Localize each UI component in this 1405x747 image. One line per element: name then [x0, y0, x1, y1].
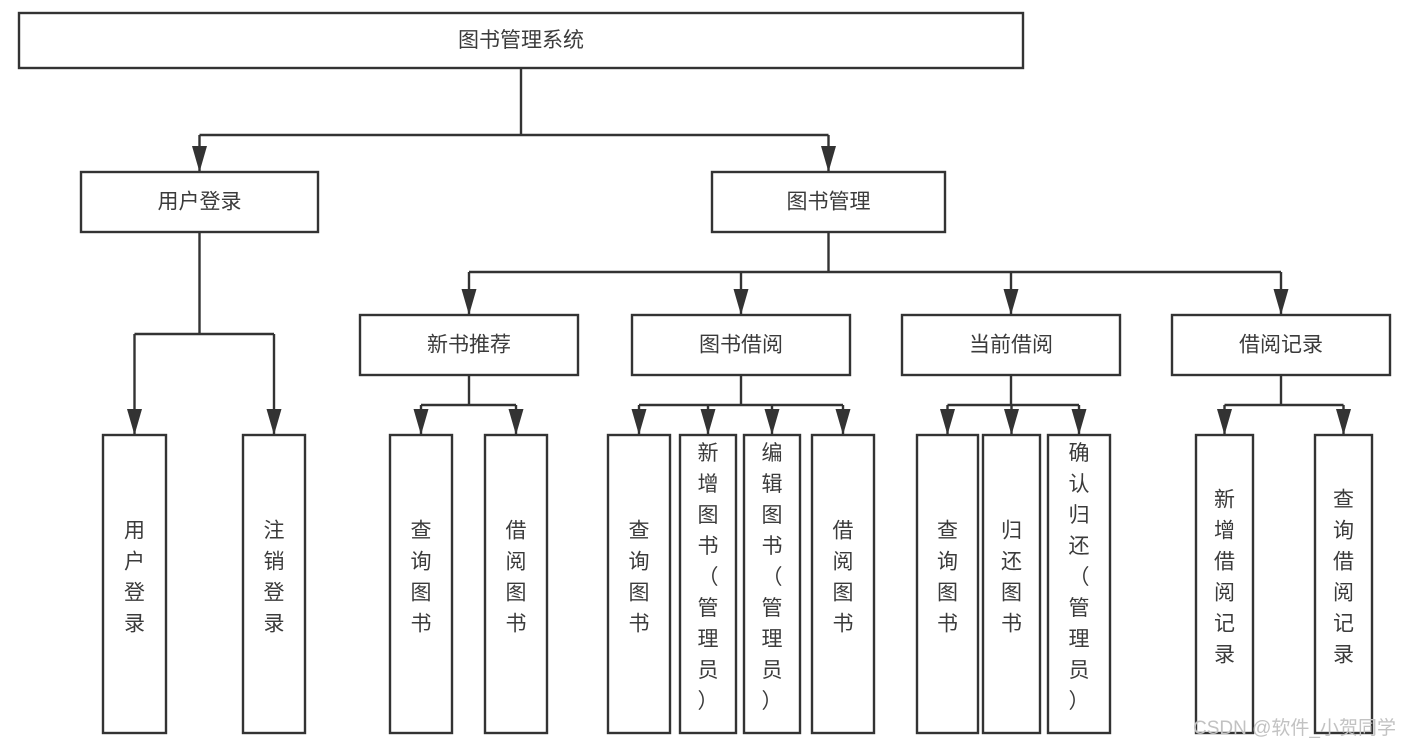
node-rect — [630, 313, 852, 377]
node-E5BD92E8BF98E59BBEE4B9A6[interactable]: 归还图书 — [981, 433, 1042, 735]
node-E69FA5E8AFA2E59BBEE4B9A6[interactable]: 查询图书 — [915, 433, 980, 735]
node-E696B0E4B9A6E68EA8E88D90[interactable]: 新书推荐 — [358, 313, 580, 377]
node-E5BD93E5898DE5809FE99885[interactable]: 当前借阅 — [900, 313, 1122, 377]
node-rect — [900, 313, 1122, 377]
arrow-head-icon — [413, 409, 429, 435]
connector-layer — [127, 68, 1351, 435]
node-E5809FE99885E59BBEE4B9A6[interactable]: 借阅图书 — [810, 433, 876, 735]
node-rect — [915, 433, 980, 735]
node-label: 查询图书 — [411, 520, 432, 636]
node-label: 图书借阅 — [699, 334, 783, 357]
arrow-head-icon — [821, 146, 836, 172]
node-label: 图书管理系统 — [458, 29, 584, 52]
node-E5809FE99885E59BBEE4B9A6[interactable]: 借阅图书 — [483, 433, 549, 735]
node-rect — [241, 433, 307, 735]
node-label: 当前借阅 — [969, 334, 1053, 357]
node-rect — [742, 433, 802, 735]
arrow-head-icon — [508, 409, 524, 435]
arrow-head-icon — [192, 146, 207, 172]
node-label: 用户登录 — [124, 520, 145, 636]
node-E794A8E688B7E799BBE5BD95[interactable]: 用户登录 — [101, 433, 168, 735]
arrow-head-icon — [764, 409, 780, 435]
node-rect — [981, 433, 1042, 735]
node-E59BBEE4B9A6E7AEA1E79086[interactable]: 图书管理系统 — [17, 11, 1025, 70]
node-E5809FE99885E8AEB0E5BD95[interactable]: 借阅记录 — [1170, 313, 1392, 377]
arrow-head-icon — [266, 409, 282, 435]
arrow-head-icon — [835, 409, 851, 435]
node-E696B0E5A29EE5809FE99885[interactable]: 新增借阅记录 — [1194, 433, 1255, 735]
node-E7A1AEE8AEA4E5BD92E8BF98[interactable]: 确认归还（管理员） — [1046, 433, 1112, 735]
node-rect — [710, 170, 947, 234]
node-label: 注销登录 — [264, 520, 285, 636]
node-rect — [79, 170, 320, 234]
arrow-head-icon — [700, 409, 716, 435]
node-label: 归还图书 — [1001, 520, 1022, 636]
node-rect — [1046, 433, 1112, 735]
node-label: 新书推荐 — [427, 334, 511, 357]
node-label: 确认归还（管理员） — [1069, 442, 1090, 713]
node-label: 用户登录 — [158, 191, 242, 214]
node-label: 编辑图书（管理员） — [762, 442, 783, 713]
node-E69FA5E8AFA2E59BBEE4B9A6[interactable]: 查询图书 — [606, 433, 672, 735]
node-E59BBEE4B9A6E7AEA1E79086[interactable]: 图书管理 — [710, 170, 947, 234]
node-rect — [101, 433, 168, 735]
node-E794A8E688B7E799BBE5BD95[interactable]: 用户登录 — [79, 170, 320, 234]
arrow-head-icon — [1273, 289, 1289, 315]
node-layer: 图书管理系统用户登录用户登录注销登录图书管理新书推荐查询图书借阅图书图书借阅查询… — [17, 11, 1392, 735]
node-rect — [17, 11, 1025, 70]
watermark-label: CSDN @软件_小贺同学 — [1193, 717, 1396, 739]
arrow-head-icon — [940, 409, 955, 435]
node-E7BC96E8BE91E59BBEE4B9A6[interactable]: 编辑图书（管理员） — [742, 433, 802, 735]
arrow-head-icon — [733, 289, 749, 315]
node-E59BBEE4B9A6E5809FE99885[interactable]: 图书借阅 — [630, 313, 852, 377]
node-label: 借阅记录 — [1239, 334, 1323, 357]
arrow-head-icon — [1003, 289, 1019, 315]
node-label: 查询图书 — [629, 520, 650, 636]
arrow-head-icon — [127, 409, 142, 435]
node-label: 借阅图书 — [506, 520, 527, 636]
arrow-head-icon — [1071, 409, 1087, 435]
node-rect — [1194, 433, 1255, 735]
node-label: 新增借阅记录 — [1214, 489, 1235, 667]
node-rect — [1170, 313, 1392, 377]
node-label: 图书管理 — [787, 191, 871, 214]
node-label: 借阅图书 — [833, 520, 854, 636]
node-rect — [358, 313, 580, 377]
node-rect — [483, 433, 549, 735]
node-rect — [606, 433, 672, 735]
node-rect — [388, 433, 454, 735]
node-rect — [1313, 433, 1374, 735]
arrow-head-icon — [461, 289, 477, 315]
node-E69FA5E8AFA2E5809FE99885[interactable]: 查询借阅记录 — [1313, 433, 1374, 735]
node-E69FA5E8AFA2E59BBEE4B9A6[interactable]: 查询图书 — [388, 433, 454, 735]
arrow-head-icon — [631, 409, 647, 435]
arrow-head-icon — [1217, 409, 1232, 435]
node-label: 查询图书 — [937, 520, 958, 636]
node-E6B3A8E99480E799BBE5BD95[interactable]: 注销登录 — [241, 433, 307, 735]
node-rect — [678, 433, 738, 735]
node-rect — [810, 433, 876, 735]
node-label: 新增图书（管理员） — [698, 442, 719, 713]
node-E696B0E5A29EE59BBEE4B9A6[interactable]: 新增图书（管理员） — [678, 433, 738, 735]
arrow-head-icon — [1004, 409, 1019, 435]
node-label: 查询借阅记录 — [1333, 489, 1354, 667]
arrow-head-icon — [1336, 409, 1351, 435]
